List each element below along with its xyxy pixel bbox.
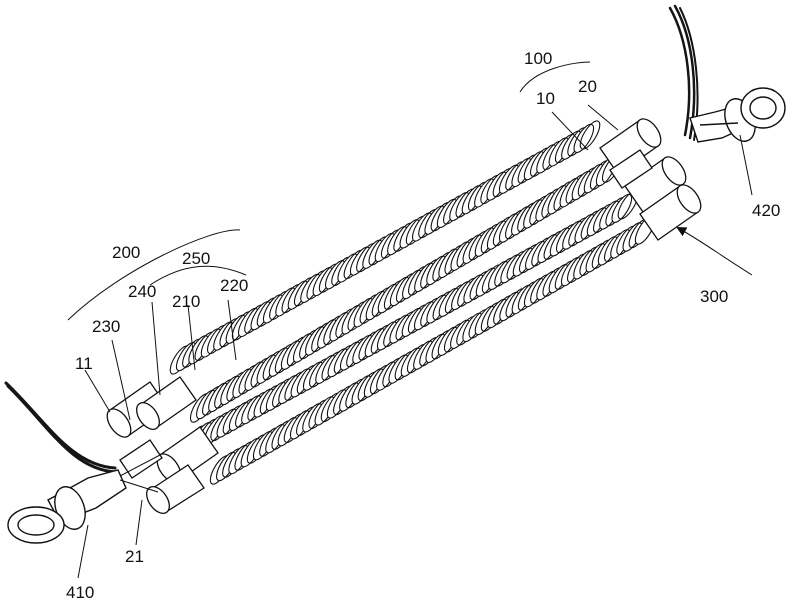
label-420: 420 [752, 201, 781, 220]
label-220: 220 [220, 276, 249, 295]
label-230: 230 [92, 317, 121, 336]
label-250: 250 [182, 249, 211, 268]
label-10: 10 [536, 89, 555, 108]
label-21: 21 [125, 547, 144, 566]
left-insulator-group [106, 376, 219, 514]
label-240: 240 [128, 282, 157, 301]
right-ring-terminal [689, 87, 786, 143]
label-410: 410 [66, 583, 95, 602]
right-insulator-group [599, 118, 702, 241]
coil-2 [189, 153, 623, 423]
label-20: 20 [578, 77, 597, 96]
label-11: 11 [75, 354, 93, 373]
coil-3 [185, 190, 639, 455]
label-300: 300 [700, 287, 729, 306]
left-lead-wire [4, 381, 118, 474]
coil-4 [209, 215, 656, 485]
left-ring-terminal [7, 454, 161, 544]
leader-lines [67, 61, 753, 579]
label-210: 210 [172, 292, 201, 311]
label-100: 100 [524, 49, 553, 68]
label-200: 200 [112, 243, 141, 262]
heating-coils [169, 120, 656, 485]
